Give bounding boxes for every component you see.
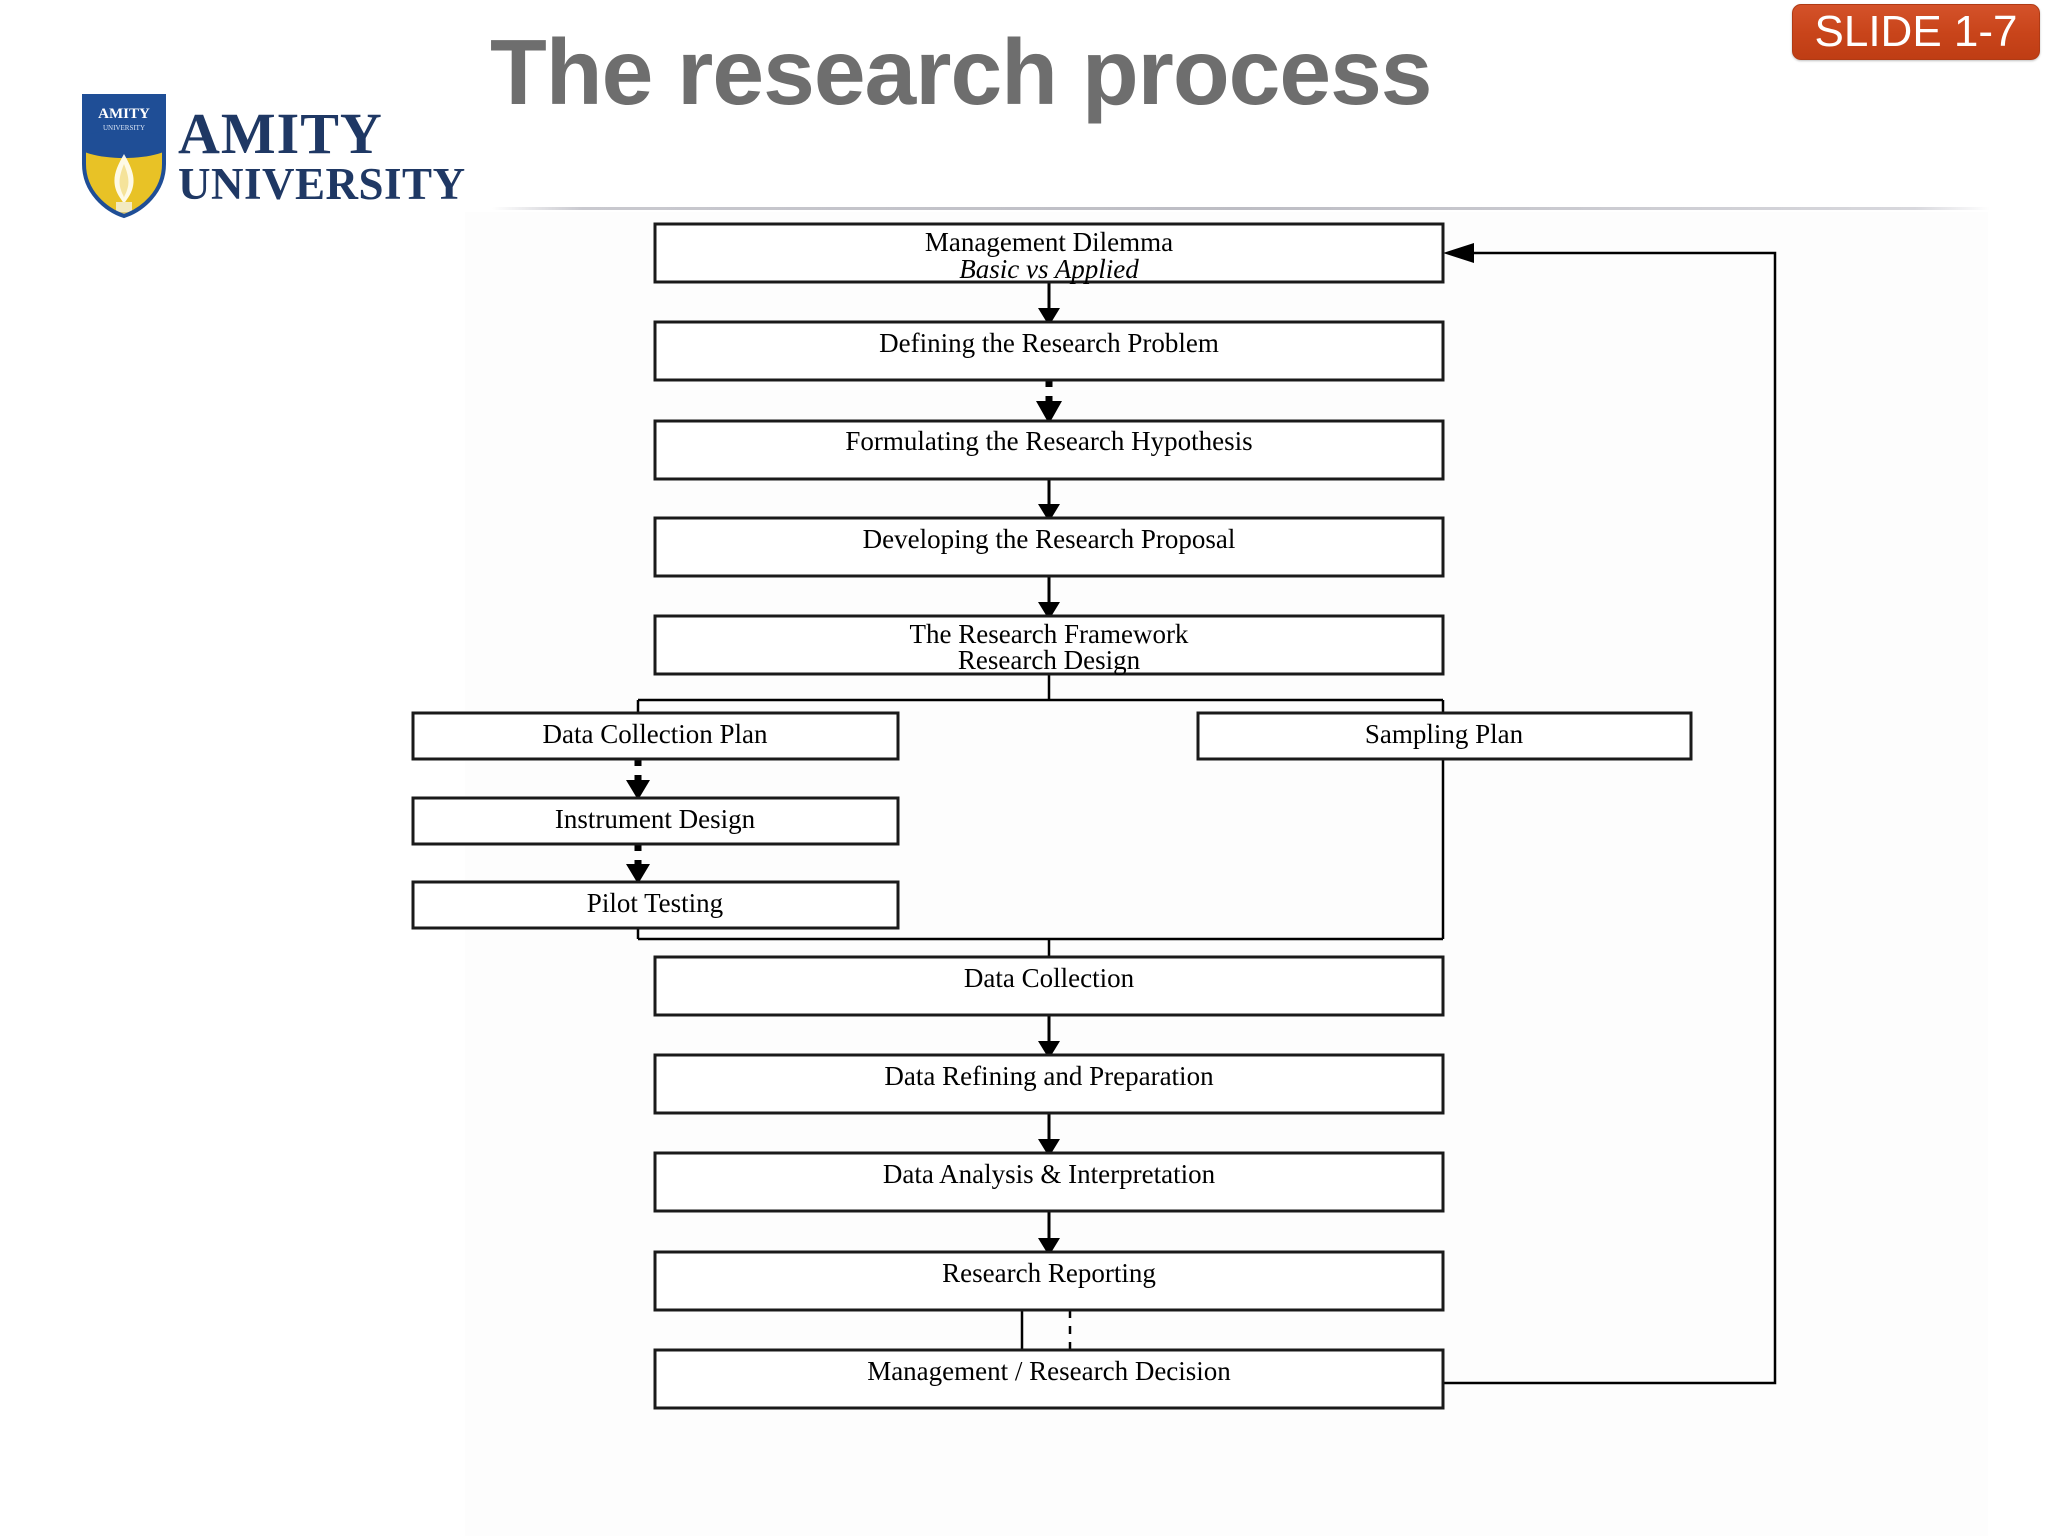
node-box[interactable] <box>653 1348 1445 1410</box>
node-label: Defining the Research Problem <box>879 328 1219 358</box>
page-title: The research process <box>490 20 1433 124</box>
arrowhead-icon <box>1038 1139 1060 1157</box>
shield-university-text: UNIVERSITY <box>103 124 145 132</box>
arrowhead-icon <box>1036 401 1062 424</box>
arrowhead-icon <box>1038 504 1060 522</box>
amity-university-logo: AMITY UNIVERSITY AMITY UNIVERSITY <box>78 92 465 220</box>
title-divider <box>492 207 1990 210</box>
shield-amity-text: AMITY <box>98 106 150 122</box>
flow-node-data-analysis[interactable]: Data Analysis & Interpretation <box>653 1151 1445 1213</box>
connector-feedback-loop <box>1443 251 1777 1385</box>
connector-branch <box>636 674 1445 713</box>
node-label: Data Analysis & Interpretation <box>883 1159 1216 1189</box>
arrowhead-icon <box>1038 602 1060 620</box>
flow-node-pilot-testing[interactable]: Pilot Testing <box>411 880 900 930</box>
node-label: Formulating the Research Hypothesis <box>845 426 1252 456</box>
node-sublabel: Basic vs Applied <box>959 254 1139 284</box>
node-box[interactable] <box>653 516 1445 578</box>
node-label: Data Collection Plan <box>543 719 768 749</box>
connector-merge <box>636 928 1443 957</box>
node-label: Pilot Testing <box>587 888 723 918</box>
arrowhead-icon <box>626 780 650 800</box>
flow-node-management-dilemma[interactable]: Management Dilemma Basic vs Applied <box>653 222 1445 284</box>
flowchart-connectors <box>626 243 1777 1385</box>
amity-shield-icon: AMITY UNIVERSITY <box>82 94 166 219</box>
node-box[interactable] <box>653 419 1445 481</box>
status-badge: SLIDE 1-7 <box>1792 4 2040 60</box>
node-label: Data Collection <box>964 963 1135 993</box>
amity-name-text: AMITY <box>178 101 383 166</box>
arrowhead-icon <box>1038 1238 1060 1256</box>
arrowhead-icon <box>1038 1041 1060 1059</box>
flow-node-developing-proposal[interactable]: Developing the Research Proposal <box>653 516 1445 578</box>
amity-university-text: UNIVERSITY <box>178 159 466 209</box>
node-box[interactable] <box>411 880 900 930</box>
flow-node-data-collection[interactable]: Data Collection <box>653 955 1445 1017</box>
node-box[interactable] <box>653 222 1445 284</box>
node-label: Management / Research Decision <box>867 1356 1231 1386</box>
node-box[interactable] <box>653 320 1445 382</box>
node-box[interactable] <box>411 796 900 846</box>
flow-node-defining-problem[interactable]: Defining the Research Problem <box>653 320 1445 382</box>
flow-node-data-refining[interactable]: Data Refining and Preparation <box>653 1053 1445 1115</box>
node-label: Instrument Design <box>555 804 756 834</box>
flow-node-research-reporting[interactable]: Research Reporting <box>653 1250 1445 1312</box>
node-box[interactable] <box>411 711 900 761</box>
flow-node-formulating-hypothesis[interactable]: Formulating the Research Hypothesis <box>653 419 1445 481</box>
node-label: Research Reporting <box>942 1258 1156 1288</box>
node-box[interactable] <box>653 1151 1445 1213</box>
node-box[interactable] <box>653 1250 1445 1312</box>
flowchart-nodes: Management Dilemma Basic vs Applied Defi… <box>411 222 1693 1410</box>
arrowhead-icon <box>1038 308 1060 326</box>
flow-node-sampling-plan[interactable]: Sampling Plan <box>1196 711 1693 761</box>
flow-node-data-collection-plan[interactable]: Data Collection Plan <box>411 711 900 761</box>
node-box[interactable] <box>653 614 1445 676</box>
node-box[interactable] <box>653 1053 1445 1115</box>
arrowhead-icon <box>1443 243 1474 263</box>
node-label: Data Refining and Preparation <box>884 1061 1214 1091</box>
amity-wordmark: AMITY UNIVERSITY <box>178 100 465 212</box>
node-box[interactable] <box>1196 711 1693 761</box>
flow-node-management-decision[interactable]: Management / Research Decision <box>653 1348 1445 1410</box>
flow-node-research-framework[interactable]: The Research Framework Research Design <box>653 614 1445 676</box>
flow-node-instrument-design[interactable]: Instrument Design <box>411 796 900 846</box>
arrowhead-icon <box>626 864 650 884</box>
node-sublabel: Research Design <box>958 645 1141 675</box>
node-label: The Research Framework <box>910 619 1189 649</box>
node-label: Developing the Research Proposal <box>863 524 1236 554</box>
node-label: Management Dilemma <box>925 227 1173 257</box>
node-label: Sampling Plan <box>1365 719 1524 749</box>
node-box[interactable] <box>653 955 1445 1017</box>
